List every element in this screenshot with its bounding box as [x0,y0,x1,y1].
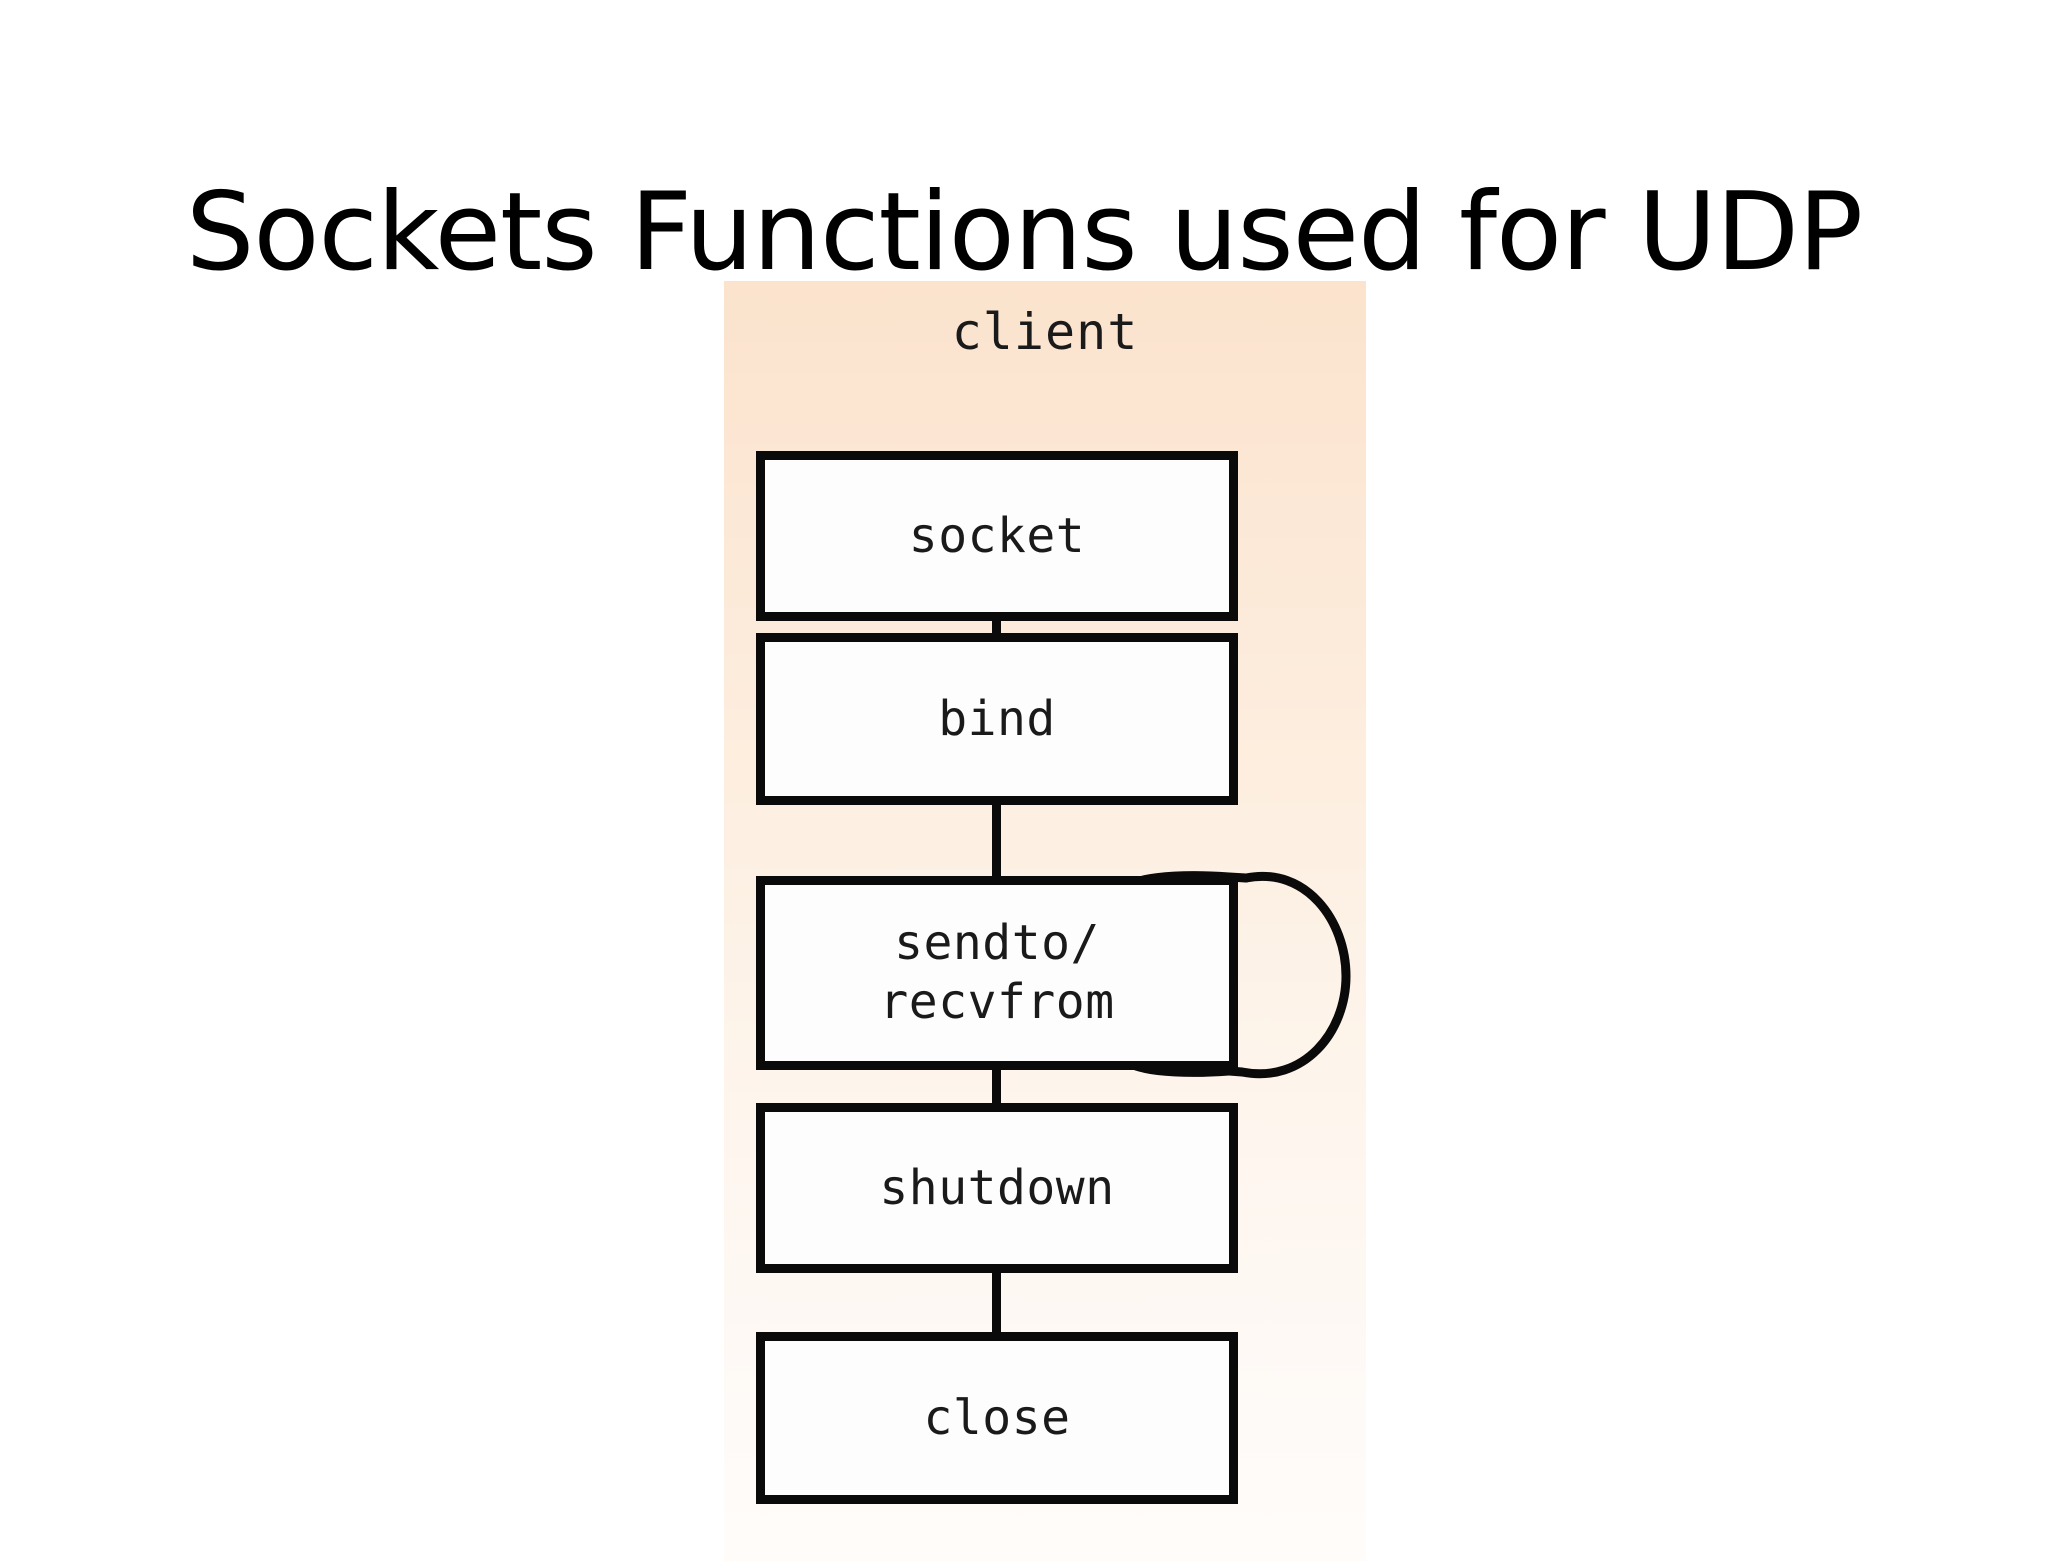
flow-box-bind[interactable]: bind [756,633,1238,805]
page-title: Sockets Functions used for UDP [185,170,1863,296]
connector-sendto-to-shutdown [992,1068,1001,1105]
connector-shutdown-to-close [992,1271,1001,1334]
flow-box-close[interactable]: close [756,1332,1238,1504]
flow-box-sendto-recvfrom[interactable]: sendto/ recvfrom [756,876,1238,1070]
connector-socket-to-bind [992,619,1001,637]
flow-box-socket[interactable]: socket [756,451,1238,621]
flow-box-socket-label: socket [908,507,1086,564]
diagram-column-header-client: client [951,303,1139,361]
flow-box-shutdown[interactable]: shutdown [756,1103,1238,1273]
flow-box-shutdown-label: shutdown [879,1159,1115,1216]
connector-bind-to-sendto [992,803,1001,879]
flow-box-close-label: close [923,1389,1071,1446]
flow-box-sendto-recvfrom-label: sendto/ recvfrom [879,915,1115,1030]
udp-sockets-flowchart: client socket bind sendto/ recvfrom shut [724,281,1366,1561]
flow-box-bind-label: bind [938,690,1056,747]
